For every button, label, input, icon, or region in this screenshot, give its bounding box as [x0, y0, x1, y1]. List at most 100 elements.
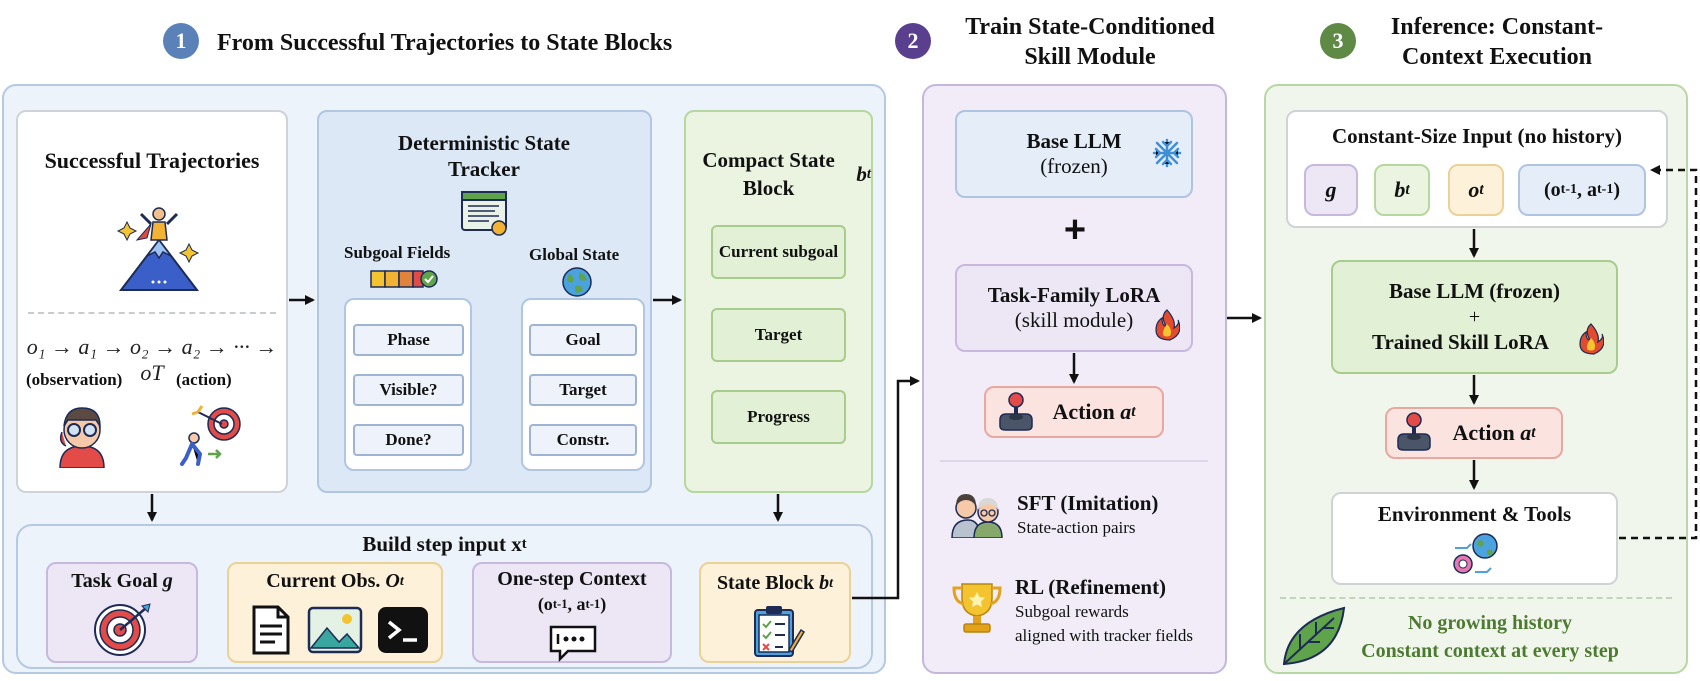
action-inference-sub: t [1531, 424, 1536, 441]
section3-divider [1280, 597, 1672, 599]
state-block-input-text: State Block [716, 572, 815, 594]
section1-badge: 1 [163, 23, 199, 59]
input-ctx-mid: , a [1577, 178, 1597, 201]
section3-badge: 3 [1320, 23, 1356, 59]
globe-icon [1453, 533, 1498, 574]
state-tracker-title: Deterministic State Tracker [397, 131, 571, 181]
base-llm-note: (frozen) [1040, 154, 1108, 178]
clipboard-icon [754, 606, 805, 657]
action-label: (action) [176, 370, 232, 389]
trajectories-divider [28, 312, 276, 314]
compact-state-block-var: b [856, 162, 867, 186]
environment-label: Environment & Tools [1377, 502, 1572, 526]
environment-card: Environment & Tools [1331, 492, 1618, 585]
rl-desc-1: Subgoal rewards [1015, 602, 1129, 621]
sft-desc: State-action pairs [1017, 518, 1136, 537]
team-icon [951, 494, 1003, 538]
toggle-bar-icon [370, 270, 438, 288]
input-ctx-close: ) [1613, 178, 1620, 201]
one-step-context-label: One-step Context [497, 568, 647, 590]
one-step-detail-close: ) [600, 594, 607, 614]
input-ctx-sub2: t-1 [1597, 182, 1614, 197]
rl-title: RL (Refinement) [1015, 575, 1167, 599]
section2-divider [940, 460, 1208, 462]
image-icon [307, 606, 363, 654]
rl-desc-2: aligned with tracker fields [1015, 626, 1193, 645]
input-ctx-sub1: t-1 [1560, 182, 1577, 197]
target-icon [94, 603, 151, 656]
section3-title-line2: Context Execution [1402, 44, 1592, 70]
mountain-climber-icon [116, 207, 200, 291]
lora-card: Task-Family LoRA (skill module) [955, 264, 1193, 352]
input-g-chip: g [1304, 164, 1358, 216]
task-goal-label: Task Goal g [48, 570, 196, 593]
global-field-goal: Goal [529, 324, 637, 356]
leaf-icon [1282, 606, 1346, 666]
trajectories-card: Successful Trajectories o₁ → a₁ → o₂ → a… [16, 110, 288, 493]
build-step-title-text: Build step input x [362, 532, 522, 556]
trajectory-sequence: o₁ → a₁ → o₂ → a₂ → ··· → oT [26, 334, 278, 385]
task-goal-var: g [162, 570, 173, 592]
global-field-constr: Constr. [529, 424, 637, 456]
action-inference-text: Action [1452, 420, 1515, 445]
one-step-detail-sub2: t-1 [585, 597, 601, 611]
file-icon [252, 605, 290, 655]
action-train-sub: t [1131, 403, 1136, 420]
footer-line-1: No growing history [1407, 612, 1573, 634]
subgoal-field-phase: Phase [353, 324, 464, 356]
action-train-var: a [1120, 399, 1132, 424]
global-state-title: Global State [529, 245, 620, 264]
section2-badge: 2 [895, 23, 931, 59]
state-block-input-var: b [819, 572, 830, 594]
lora-note: (skill module) [1014, 308, 1134, 332]
one-step-detail-open: (o [537, 594, 553, 614]
build-step-title-sub: t [521, 536, 527, 552]
subgoal-fields-title: Subgoal Fields [344, 243, 451, 262]
constant-input-title: Constant-Size Input (no history) [1332, 124, 1622, 148]
task-goal-text: Task Goal [71, 570, 158, 592]
chat-bubble-icon [549, 625, 597, 662]
action-train-text: Action [1052, 399, 1115, 424]
task-goal-card: Task Goal g [46, 562, 198, 663]
inference-llm-line1: Base LLM (frozen) [1388, 279, 1561, 303]
trophy-icon [952, 583, 1002, 633]
state-block-input-sub: t [829, 575, 834, 591]
state-field-current-subgoal: Current subgoal [711, 225, 846, 279]
input-o-text: o [1468, 177, 1480, 202]
base-llm-label: Base LLM [1026, 129, 1122, 153]
inference-llm-card: Base LLM (frozen) + Trained Skill LoRA [1331, 260, 1618, 374]
current-obs-var: O [385, 570, 400, 592]
section2-title: Train State-Conditioned Skill Module [940, 12, 1240, 72]
sft-title: SFT (Imitation) [1017, 491, 1159, 515]
input-ctx-open: (o [1544, 178, 1561, 201]
global-field-target: Target [529, 374, 637, 406]
state-field-target: Target [711, 308, 846, 362]
globe-icon [562, 267, 592, 297]
action-inference-var: a [1520, 420, 1532, 445]
state-tracker-card: Deterministic State Tracker Subgoal Fiel… [317, 110, 652, 493]
joystick-icon [999, 392, 1033, 431]
state-field-progress: Progress [711, 390, 846, 444]
section3-title: Inference: Constant- Context Execution [1362, 12, 1632, 72]
lora-label: Task-Family LoRA [987, 283, 1161, 307]
fire-icon [1579, 323, 1604, 355]
snowflake-icon [1152, 138, 1182, 168]
input-o-sub: t [1479, 181, 1484, 198]
input-b-text: b [1394, 177, 1406, 202]
current-obs-text: Current Obs. [266, 570, 381, 592]
input-g-text: g [1325, 177, 1337, 202]
section3-title-line1: Inference: Constant- [1390, 14, 1604, 40]
person-goggles-icon [59, 407, 105, 468]
terminal-icon [378, 607, 428, 653]
subgoal-field-done: Done? [353, 424, 464, 456]
